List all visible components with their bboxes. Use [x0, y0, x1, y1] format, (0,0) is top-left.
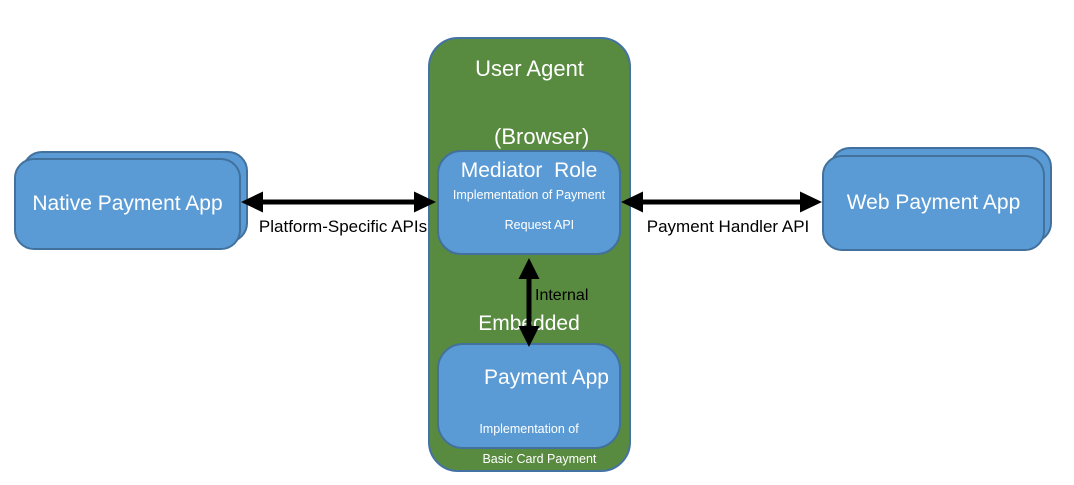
embedded-subtitle-line2: Basic Card Payment	[482, 452, 597, 466]
edge-label-internal: Internal	[535, 287, 589, 304]
edge-label-payment-handler-api: Payment Handler API	[646, 217, 810, 236]
embedded-payment-app-subtitle: Implementation of Basic Card Payment	[462, 422, 597, 482]
user-agent-title-line1: User Agent	[475, 56, 584, 81]
node-embedded-payment-app: Embedded Payment App Implementation of B…	[437, 312, 621, 466]
mediator-role-subtitle: Implementation of Payment Request API	[453, 188, 605, 248]
web-payment-app-label: Web Payment App	[846, 191, 1021, 214]
embedded-title-line2: Payment App	[484, 366, 609, 389]
native-payment-app-label: Native Payment App	[32, 192, 223, 215]
user-agent-title-line2: (Browser)	[494, 124, 590, 149]
embedded-title-line1: Embedded	[478, 312, 580, 335]
mediator-subtitle-line1: Implementation of Payment	[452, 188, 606, 202]
node-native-payment-app: Native Payment App	[14, 158, 241, 250]
edge-label-platform-specific-apis: Platform-Specific APIs	[258, 217, 428, 236]
embedded-payment-app-title: Embedded Payment App	[449, 310, 609, 418]
node-web-payment-app: Web Payment App	[822, 155, 1045, 251]
embedded-subtitle-line1: Implementation of	[479, 422, 579, 436]
arrow-platform-specific	[241, 191, 436, 213]
node-mediator-role: Mediator Role Implementation of Payment …	[437, 150, 621, 255]
mediator-role-title: Mediator Role	[460, 159, 598, 182]
arrow-payment-handler	[621, 191, 822, 213]
mediator-subtitle-line2: Request API	[504, 218, 575, 232]
user-agent-title: User Agent (Browser)	[428, 52, 631, 188]
